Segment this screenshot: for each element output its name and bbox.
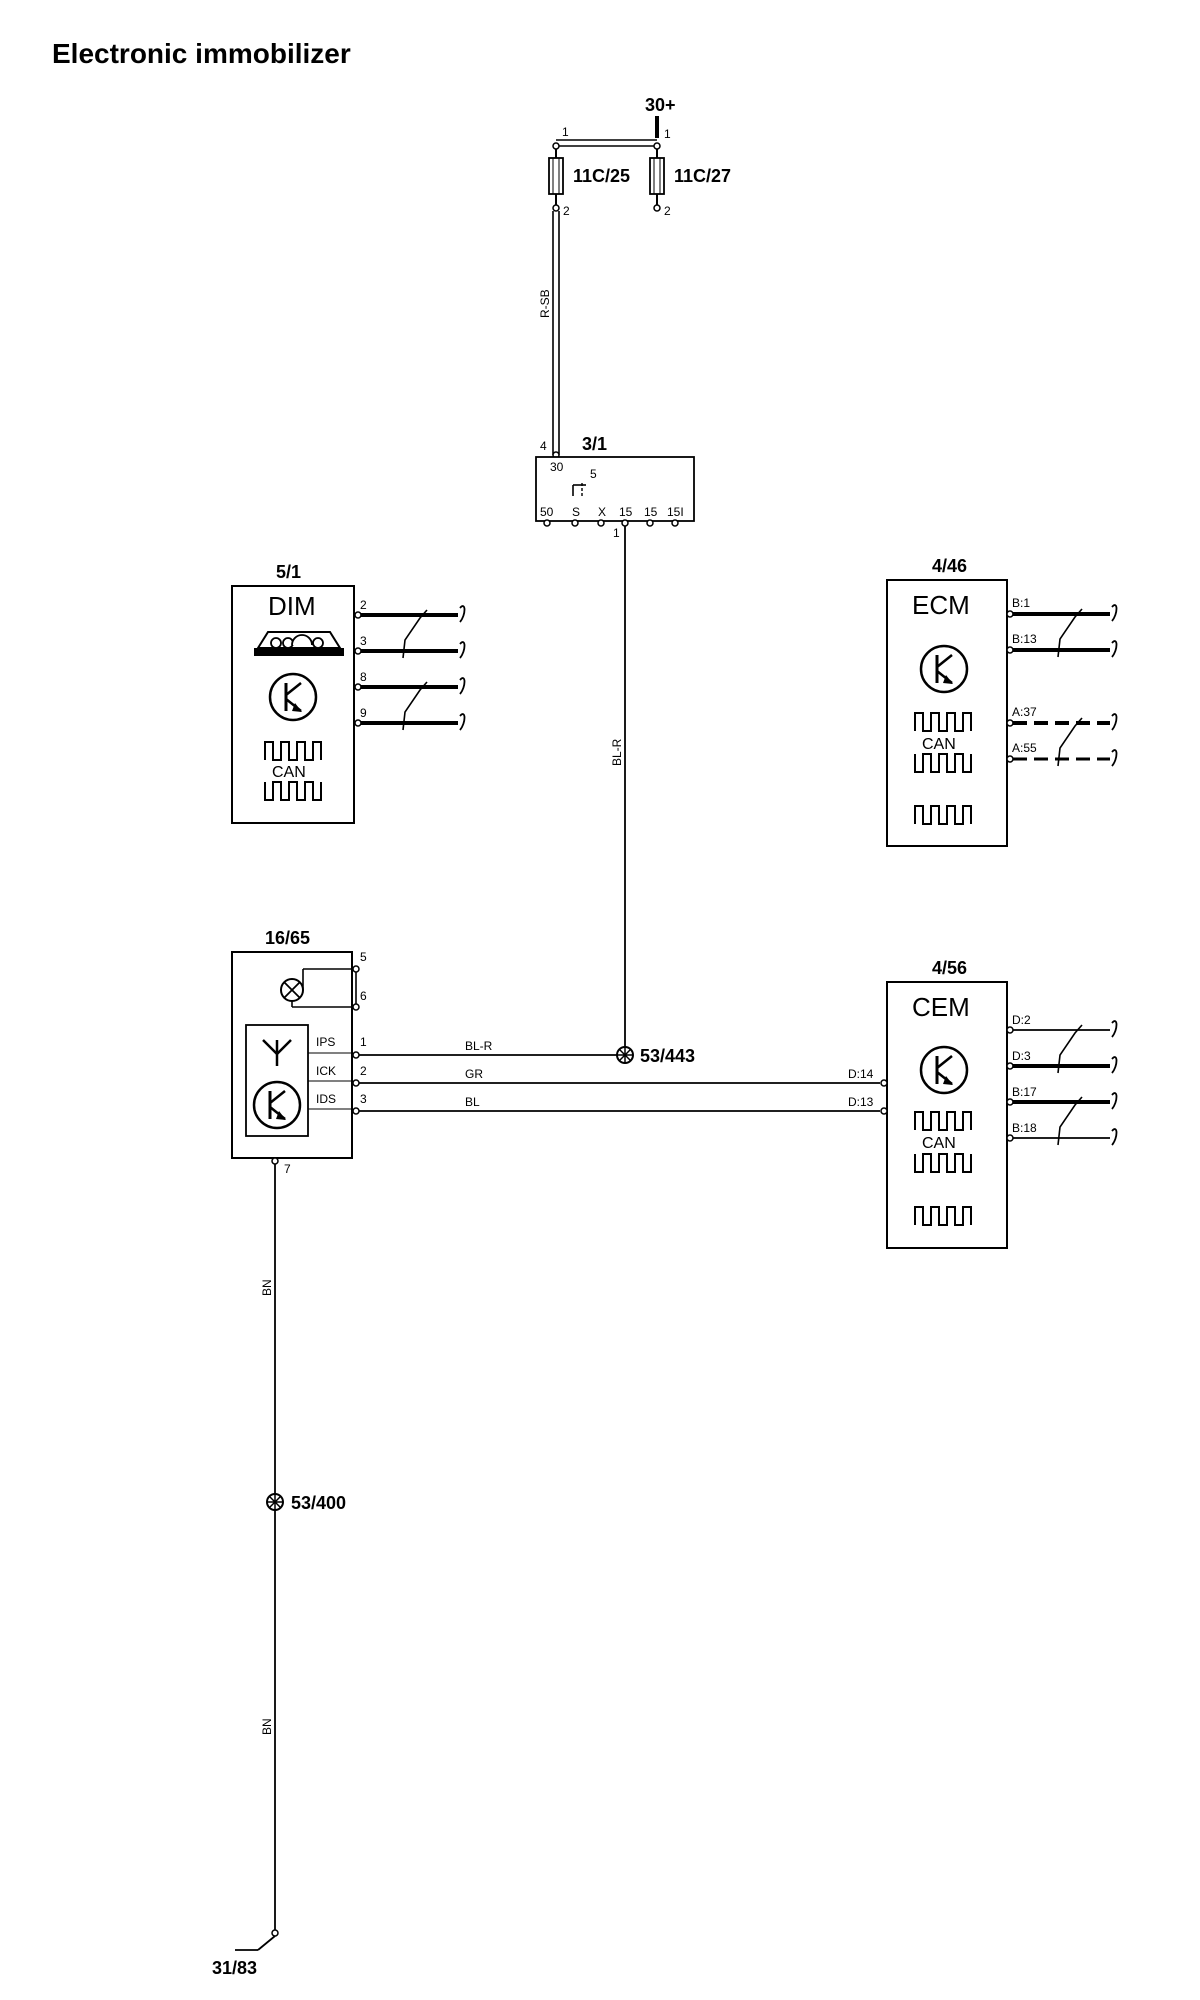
wire-bl-r-horizontal-label: BL-R bbox=[465, 1039, 493, 1053]
ecm-pin-a55: A:55 bbox=[1012, 741, 1037, 755]
ecm-pin-b1: B:1 bbox=[1012, 596, 1030, 610]
wire-bn-upper-label: BN bbox=[260, 1279, 274, 1296]
cem-name: CEM bbox=[912, 992, 970, 1022]
immobilizer-pin-2: 2 bbox=[360, 1064, 367, 1078]
cem-can-label: CAN bbox=[922, 1135, 956, 1152]
ignition-terminal-x: X bbox=[598, 505, 606, 519]
ignition-terminal-15i: 15I bbox=[667, 505, 684, 519]
ignition-switch-pin-out: 1 bbox=[613, 526, 620, 540]
immobilizer-pin-1: 1 bbox=[360, 1035, 367, 1049]
ignition-switch-pin-in: 4 bbox=[540, 439, 547, 453]
ground-path: BN 53/400 BN 31/83 bbox=[212, 1164, 346, 1978]
fuse-11c-27: 11C/27 2 bbox=[649, 149, 731, 218]
fuse-left-pin-top: 1 bbox=[562, 125, 569, 139]
wire-r-sb-label: R-SB bbox=[538, 289, 552, 318]
ecm-can-label: CAN bbox=[922, 736, 956, 753]
ecm-pin-b13: B:13 bbox=[1012, 632, 1037, 646]
wire-bl-label: BL bbox=[465, 1095, 480, 1109]
wire-gr-label: GR bbox=[465, 1067, 483, 1081]
signal-ips-label: IPS bbox=[316, 1035, 335, 1049]
fuse-left-pin-bottom: 2 bbox=[563, 204, 570, 218]
splice-lower-label: 53/400 bbox=[291, 1493, 346, 1513]
dim-pin-9: 9 bbox=[360, 706, 367, 720]
signal-ick-label: ICK bbox=[316, 1064, 336, 1078]
ignition-switch: 3/1 4 30 5 50 S X 15 15 15I 1 BL-R bbox=[535, 434, 695, 1055]
immobilizer-id: 16/65 bbox=[265, 928, 310, 948]
immobilizer-module: 16/65 5 6 IPS ICK IDS 1 2 bbox=[231, 928, 880, 1176]
dim-pin-8: 8 bbox=[360, 670, 367, 684]
ignition-switch-pin-5: 5 bbox=[590, 467, 597, 481]
instrument-cluster-icon bbox=[254, 631, 344, 656]
wire-bl-r-vertical-label: BL-R bbox=[610, 738, 624, 766]
splice-upper-label: 53/443 bbox=[640, 1046, 695, 1066]
ignition-terminal-15b: 15 bbox=[644, 505, 658, 519]
supply-label: 30+ bbox=[645, 95, 676, 115]
immobilizer-pin-5: 5 bbox=[360, 950, 367, 964]
fuse-right-pin-bottom: 2 bbox=[664, 204, 671, 218]
dim-module: 5/1 DIM CAN 2 3 8 9 bbox=[231, 562, 466, 824]
fuse-11c-25: 11C/25 2 bbox=[548, 149, 630, 218]
signal-ids-label: IDS bbox=[316, 1092, 336, 1106]
ignition-switch-id: 3/1 bbox=[582, 434, 607, 454]
ecm-name: ECM bbox=[912, 590, 970, 620]
cem-pin-b18: B:18 bbox=[1012, 1121, 1037, 1135]
fuse-right-pin-top: 1 bbox=[664, 127, 671, 141]
ignition-terminal-15a: 15 bbox=[619, 505, 633, 519]
splice-53-400: 53/400 bbox=[266, 1493, 346, 1513]
immobilizer-pin-3: 3 bbox=[360, 1092, 367, 1106]
dim-pin-3: 3 bbox=[360, 634, 367, 648]
ignition-terminal-s: S bbox=[572, 505, 580, 519]
fuse-left-id: 11C/25 bbox=[573, 166, 630, 186]
dim-name: DIM bbox=[268, 591, 316, 621]
antenna-icon bbox=[262, 1039, 292, 1066]
cem-id: 4/56 bbox=[932, 958, 967, 978]
cem-pin-d3: D:3 bbox=[1012, 1049, 1031, 1063]
dim-can-label: CAN bbox=[272, 764, 306, 781]
ignition-switch-pin-30: 30 bbox=[550, 460, 564, 474]
immobilizer-pin-7: 7 bbox=[284, 1162, 291, 1176]
ecm-pin-a37: A:37 bbox=[1012, 705, 1037, 719]
wire-bn-lower-label: BN bbox=[260, 1718, 274, 1735]
dim-id: 5/1 bbox=[276, 562, 301, 582]
dim-pin-2: 2 bbox=[360, 598, 367, 612]
cem-pin-d13: D:13 bbox=[848, 1095, 874, 1109]
ground-id: 31/83 bbox=[212, 1958, 257, 1978]
ignition-terminal-50: 50 bbox=[540, 505, 554, 519]
fuse-right-id: 11C/27 bbox=[674, 166, 731, 186]
lamp-icon bbox=[280, 978, 304, 1002]
immobilizer-pin-6: 6 bbox=[360, 989, 367, 1003]
cem-pin-d2: D:2 bbox=[1012, 1013, 1031, 1027]
ecm-module: 4/46 ECM CAN B:1 B:13 A:37 A:55 bbox=[886, 556, 1118, 847]
ecm-id: 4/46 bbox=[932, 556, 967, 576]
supply-section: 30+ 1 1 11C/25 2 11C/27 2 bbox=[538, 95, 731, 455]
cem-pin-d14: D:14 bbox=[848, 1067, 874, 1081]
splice-53-443: 53/443 bbox=[616, 1046, 695, 1066]
page-title: Electronic immobilizer bbox=[52, 38, 351, 69]
cem-pin-b17: B:17 bbox=[1012, 1085, 1037, 1099]
cem-module: 4/56 CEM CAN D:14 D:13 D:2 D:3 B:17 B:18 bbox=[848, 958, 1118, 1249]
